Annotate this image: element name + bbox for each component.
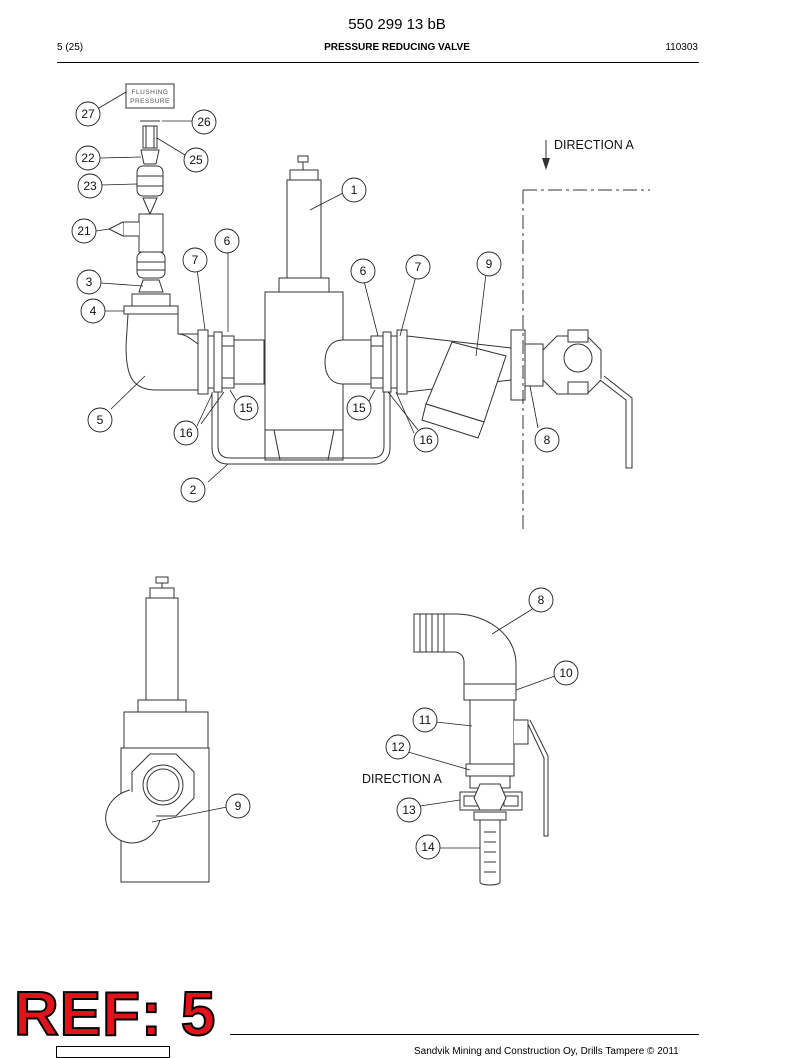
- fitting-stack: [107, 120, 179, 315]
- svg-text:25: 25: [189, 153, 203, 167]
- callout-15-right: 15: [346, 395, 372, 421]
- callout-3: 3: [76, 269, 102, 295]
- footer-copyright: Sandvik Mining and Construction Oy, Dril…: [414, 1046, 679, 1057]
- callout-13: 13: [396, 797, 422, 823]
- callout-1: 1: [341, 177, 367, 203]
- callout-22: 22: [75, 145, 101, 171]
- callout-7-right: 7: [405, 254, 431, 280]
- plate-line-2: PRESSURE: [130, 98, 170, 105]
- svg-text:15: 15: [352, 401, 366, 415]
- right-coupling: [324, 329, 408, 395]
- callout-9-bottom: 9: [225, 793, 251, 819]
- left-coupling: [197, 329, 283, 395]
- callout-8-top: 8: [534, 427, 560, 453]
- svg-text:21: 21: [77, 224, 91, 238]
- svg-text:2: 2: [190, 483, 197, 497]
- pressure-reducing-valve-body: [264, 155, 344, 461]
- side-view-valve: [105, 576, 210, 883]
- svg-text:7: 7: [415, 260, 422, 274]
- svg-text:27: 27: [81, 107, 95, 121]
- callout-4: 4: [80, 298, 106, 324]
- document-code: 550 299 13 bB: [348, 16, 446, 33]
- svg-text:11: 11: [419, 713, 432, 727]
- svg-text:9: 9: [235, 799, 242, 813]
- direction-a-view-valve: DIRECTION A: [362, 613, 549, 886]
- svg-text:9: 9: [486, 257, 493, 271]
- callout-2: 2: [180, 477, 206, 503]
- callout-16-left: 16: [173, 420, 199, 446]
- svg-text:4: 4: [90, 304, 97, 318]
- callout-12: 12: [385, 734, 411, 760]
- svg-text:13: 13: [402, 803, 416, 817]
- callout-9-top: 9: [476, 251, 502, 277]
- svg-text:15: 15: [239, 401, 253, 415]
- direction-a-indicator-top: DIRECTION A: [522, 138, 650, 532]
- header-rule: [57, 62, 699, 63]
- svg-text:12: 12: [391, 740, 405, 754]
- callout-25: 25: [183, 147, 209, 173]
- callout-27: 27: [75, 101, 101, 127]
- svg-text:8: 8: [538, 593, 545, 607]
- callout-11: 11: [412, 707, 438, 733]
- svg-text:14: 14: [421, 840, 435, 854]
- flushing-pressure-plate: FLUSHING PRESSURE: [125, 83, 175, 109]
- strainer: [406, 335, 512, 439]
- callout-14: 14: [415, 834, 441, 860]
- plate-line-1: FLUSHING: [132, 89, 169, 96]
- callout-23: 23: [77, 173, 103, 199]
- svg-text:3: 3: [86, 275, 93, 289]
- callout-26: 26: [191, 109, 217, 135]
- ball-valve: [510, 329, 633, 469]
- page-number: 5 (25): [57, 42, 84, 53]
- svg-text:26: 26: [197, 115, 211, 129]
- svg-text:16: 16: [179, 426, 193, 440]
- mounting-bracket: [211, 392, 391, 465]
- svg-text:6: 6: [224, 234, 231, 248]
- callout-8-bottom: 8: [528, 587, 554, 613]
- svg-text:22: 22: [81, 151, 95, 165]
- svg-text:7: 7: [192, 253, 199, 267]
- callout-15-left: 15: [233, 395, 259, 421]
- svg-text:8: 8: [544, 433, 551, 447]
- svg-text:23: 23: [83, 179, 97, 193]
- document-date: 110303: [665, 42, 698, 53]
- callout-6-right: 6: [350, 258, 376, 284]
- callout-16-right: 16: [413, 427, 439, 453]
- direction-a-label-bottom: DIRECTION A: [362, 772, 443, 786]
- footer-rule: [230, 1034, 699, 1035]
- callout-21: 21: [71, 218, 97, 244]
- elbow-fitting: [125, 313, 205, 391]
- leader-lines: [95, 91, 556, 849]
- callout-10: 10: [553, 660, 579, 686]
- callout-6-left: 6: [214, 228, 240, 254]
- svg-text:6: 6: [360, 264, 367, 278]
- page-title: PRESSURE REDUCING VALVE: [324, 42, 470, 53]
- svg-text:16: 16: [419, 433, 433, 447]
- company-logo: [56, 1046, 170, 1058]
- svg-text:1: 1: [351, 183, 358, 197]
- svg-text:5: 5: [97, 413, 104, 427]
- direction-a-label-top: DIRECTION A: [554, 138, 635, 152]
- ref-stamp: REF: 5: [13, 980, 217, 1049]
- callout-5: 5: [87, 407, 113, 433]
- callout-bubbles: 27 26 25 22 23 21 3 4 5 7 6 1 6 7 9 15 1…: [71, 101, 579, 860]
- callout-7-left: 7: [182, 247, 208, 273]
- svg-text:10: 10: [559, 666, 573, 680]
